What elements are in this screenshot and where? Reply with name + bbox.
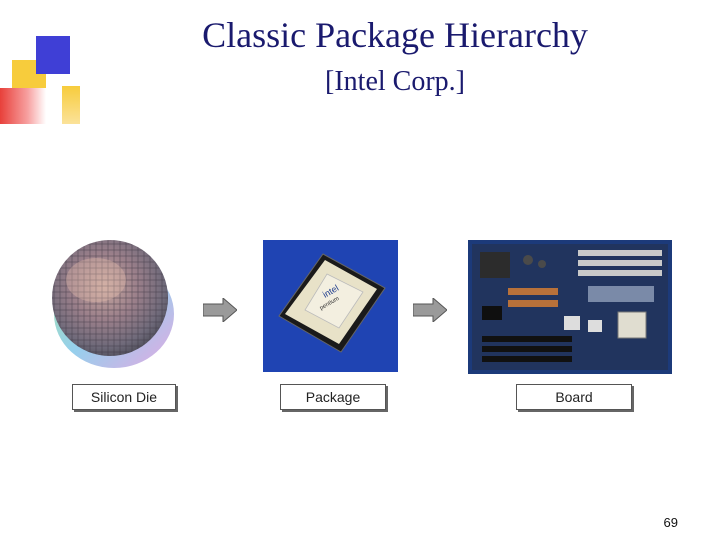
decor-red-square (0, 88, 46, 124)
cpu-package-image: intel pentium (263, 240, 398, 372)
arrow-right-icon (203, 298, 237, 322)
page-number: 69 (663, 515, 678, 530)
slide-title: Classic Package Hierarchy (202, 15, 588, 55)
motherboard-image (468, 240, 672, 374)
decor-blue-square (36, 36, 70, 74)
label-silicon-die: Silicon Die (72, 384, 176, 410)
label-package: Package (280, 384, 386, 410)
arrow-right-icon (413, 298, 447, 322)
label-board: Board (516, 384, 632, 410)
decor-yellow-square-bottom (62, 86, 80, 124)
silicon-wafer-image (52, 240, 174, 368)
slide-subtitle: [Intel Corp.] (325, 66, 465, 97)
